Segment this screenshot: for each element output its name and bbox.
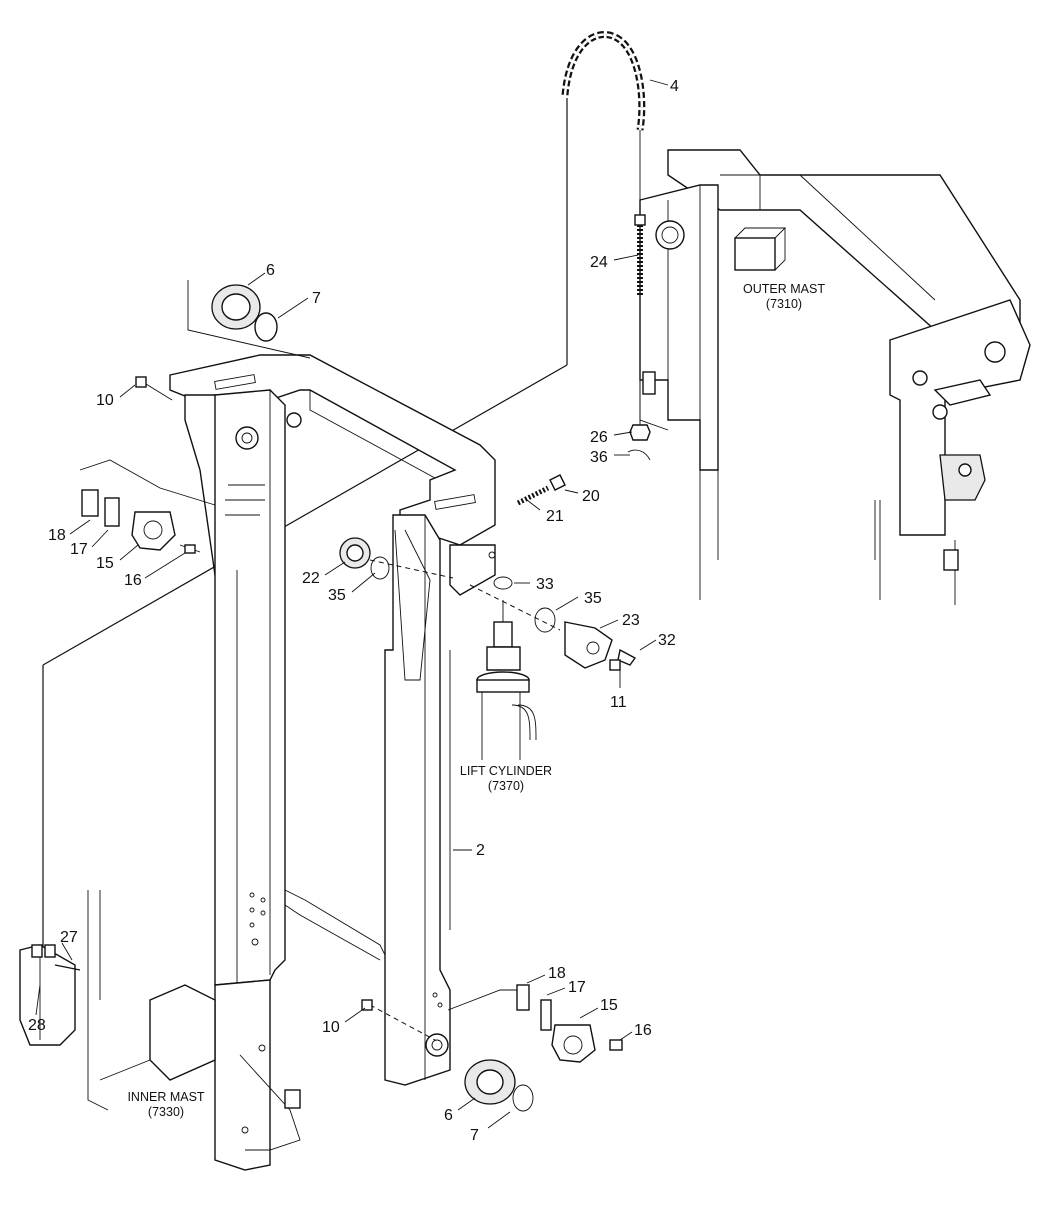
callout-35-right: 35 [584, 590, 602, 607]
callout-6-top: 6 [266, 262, 275, 279]
bearing-6-top [187, 280, 311, 359]
callout-32: 32 [658, 632, 676, 649]
inner-mast-label: INNER MAST [127, 1090, 204, 1104]
lift-cylinder-code: (7370) [488, 779, 524, 793]
callout-18-bottom: 18 [548, 965, 566, 982]
inner-mast-code: (7330) [148, 1105, 184, 1119]
callout-26: 26 [590, 429, 608, 446]
o-ring-35 [534, 607, 556, 633]
callout-17-top: 17 [70, 541, 88, 558]
callout-35-left: 35 [328, 587, 346, 604]
callout-33: 33 [536, 576, 554, 593]
callout-15-bottom: 15 [600, 997, 618, 1014]
callout-18-top: 18 [48, 527, 66, 544]
guide-shaft-22 [339, 537, 454, 580]
callout-7-bottom: 7 [470, 1127, 479, 1144]
lift-chain [561, 31, 651, 461]
callout-7-top: 7 [312, 290, 321, 307]
bolt-10-bottom [361, 999, 436, 1041]
callout-23: 23 [622, 612, 640, 629]
side-roller-15-bottom [447, 984, 623, 1063]
callout-17-bottom: 17 [568, 979, 586, 996]
bracket-23 [564, 621, 637, 671]
adjust-bolt-21 [516, 474, 566, 506]
outer-mast-label: OUTER MAST [743, 282, 825, 296]
lift-cylinder-label: LIFT CYLINDER [460, 764, 552, 778]
callout-15-top: 15 [96, 555, 114, 572]
callout-10-bottom: 10 [322, 1019, 340, 1036]
lift-cylinder [476, 600, 537, 760]
callout-21: 21 [546, 508, 564, 525]
outer-mast-assembly [639, 149, 1031, 605]
callout-16-bottom: 16 [634, 1022, 652, 1039]
bearing-6-bottom [464, 1059, 534, 1112]
callout-11: 11 [610, 694, 627, 711]
callout-24: 24 [590, 254, 608, 271]
callout-leaders [35, 79, 669, 1129]
inner-mast-carriage [19, 890, 301, 1151]
bolt-10-top [135, 376, 173, 401]
callout-4: 4 [670, 78, 679, 95]
callout-numbers: 4 24 26 36 6 7 10 18 17 15 16 20 21 22 3… [28, 78, 679, 1144]
inner-mast-assembly [169, 354, 496, 1171]
callout-2: 2 [476, 842, 485, 859]
callout-36: 36 [590, 449, 608, 466]
washer-33 [493, 576, 513, 590]
callout-20: 20 [582, 488, 600, 505]
callout-10-top: 10 [96, 392, 114, 409]
outer-mast-code: (7310) [766, 297, 802, 311]
callout-16-top: 16 [124, 572, 142, 589]
callout-28: 28 [28, 1017, 46, 1034]
side-roller-15-top [79, 459, 216, 554]
assembly-leader [42, 364, 568, 666]
callout-27: 27 [60, 929, 78, 946]
callout-6-bottom: 6 [444, 1107, 453, 1124]
callout-22: 22 [302, 570, 320, 587]
assembly-labels: OUTER MAST (7310) LIFT CYLINDER (7370) I… [127, 282, 825, 1119]
